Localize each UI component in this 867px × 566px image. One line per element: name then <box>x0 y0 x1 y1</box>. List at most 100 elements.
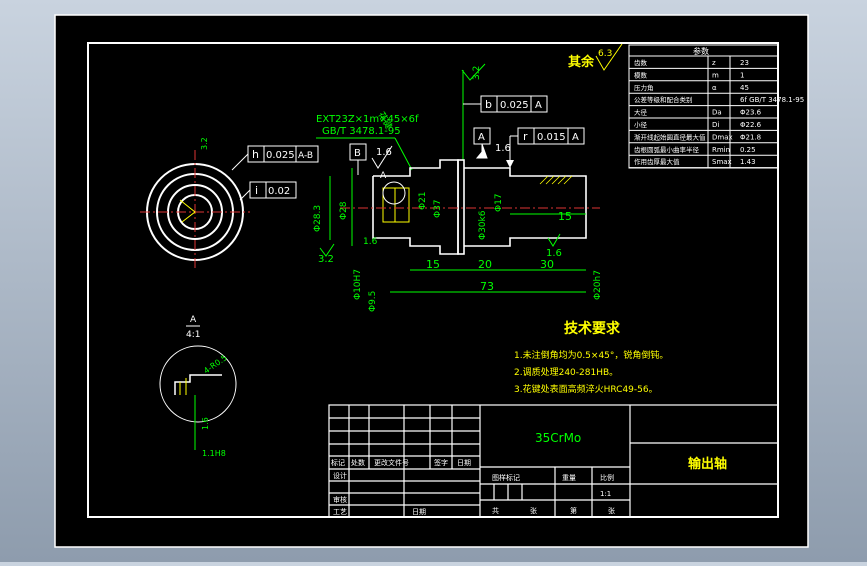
detail-title: A <box>190 315 197 325</box>
tech-note-1: 1.未注倒角均为0.5×45°，锐角倒钝。 <box>514 349 668 361</box>
param-cell: 1.43 <box>740 158 756 166</box>
tb-row-date: 日期 <box>412 508 426 516</box>
param-cell: Φ22.6 <box>740 121 762 129</box>
tb-mid-2: 重量 <box>562 474 576 482</box>
tolerance-r-value: 0.015 <box>537 132 566 143</box>
param-cell: 45 <box>740 84 749 92</box>
roughness-right-bottom: 1.6 <box>546 248 562 259</box>
datum-b: B <box>354 148 361 159</box>
param-cell: 齿根圆弧最小曲率半径 <box>634 145 700 154</box>
dim-15-right: 15 <box>558 210 572 223</box>
tolerance-i-letter: i <box>255 184 258 197</box>
dim-20: 20 <box>478 258 492 271</box>
tech-note-3: 3.花键处表面高频淬火HRC49-56。 <box>514 383 658 395</box>
param-cell: 小径 <box>634 120 648 129</box>
param-cell: 1 <box>740 71 744 79</box>
tb-row-design: 设计 <box>333 471 347 480</box>
param-cell: 压力角 <box>634 83 654 92</box>
dim-phi28: Φ28 <box>339 201 349 220</box>
param-cell: Di <box>712 121 719 129</box>
roughness-left-bottom: 3.2 <box>318 254 334 265</box>
tb-scale: 1:1 <box>600 490 611 498</box>
param-table-title: 参数 <box>693 46 709 56</box>
tb-mid-1: 图样标记 <box>492 473 520 482</box>
detail-marker-label: A <box>380 171 387 181</box>
tb-row-process: 工艺 <box>333 508 347 516</box>
param-cell: 6f GB/T 3478.1-95 <box>740 96 804 104</box>
param-cell: 公差等级和配合类别 <box>634 95 693 104</box>
param-cell: Dmax <box>712 133 733 141</box>
tolerance-h-letter: h <box>252 148 259 161</box>
param-cell: m <box>712 71 719 79</box>
dim-phi28-3: Φ28.3 <box>313 205 323 232</box>
dim-lines <box>390 213 586 293</box>
tb-material: 35CrMo <box>535 431 581 445</box>
dim-phi20: Φ20h7 <box>593 270 603 300</box>
hatch <box>539 175 573 185</box>
param-cell: Rmin <box>712 146 730 154</box>
param-cell: Smax <box>712 158 732 166</box>
detail-circle <box>159 345 237 423</box>
param-cell: Da <box>712 109 722 117</box>
tb-header-4: 签字 <box>434 458 448 467</box>
tolerance-b-value: 0.025 <box>500 100 529 111</box>
roughness-other-label: 其余 <box>568 54 595 70</box>
roughness-spline: 1.6 <box>363 237 378 247</box>
tolerance-b-letter: b <box>485 98 492 111</box>
tb-sheet-3: 第 <box>570 506 577 515</box>
tb-header-2: 处数 <box>351 458 365 467</box>
dim-phi30: Φ30k6 <box>478 210 488 240</box>
detail-profile <box>174 374 222 395</box>
param-cell: 作用齿厚最大值 <box>634 157 680 166</box>
tolerance-b-datum: A <box>535 100 542 111</box>
tb-part-name: 输出轴 <box>688 456 727 472</box>
drawing-area <box>54 14 809 548</box>
tb-header-3: 更改文件号 <box>374 458 409 467</box>
tolerance-h <box>247 145 319 163</box>
param-cell: α <box>712 84 717 92</box>
tolerance-h-datum: A-B <box>298 151 313 161</box>
end-view <box>140 150 250 268</box>
dim-phi37: Φ37 <box>433 199 443 218</box>
tb-header-1: 标记 <box>331 458 345 467</box>
roughness-b: 1.6 <box>376 147 392 158</box>
detail-scale: 4:1 <box>186 330 200 340</box>
dim-30: 30 <box>540 258 554 271</box>
param-cell: 0.25 <box>740 146 756 154</box>
tolerance-i-value: 0.02 <box>268 186 290 197</box>
spline-spec: EXT23Z×1m×45×6f <box>316 114 419 125</box>
tb-sheet-1: 共 <box>492 506 499 515</box>
tb-sheet-2: 张 <box>530 506 537 515</box>
datum-a: A <box>478 132 485 143</box>
tolerance-h-value: 0.025 <box>266 150 295 161</box>
detail-marker-circle <box>382 181 406 205</box>
detail-fit: 1.1H8 <box>202 449 226 458</box>
dim-15-left: 15 <box>426 258 440 271</box>
roughness-endview: 3.2 <box>200 137 209 150</box>
title-block <box>328 404 779 518</box>
dim-phi10: Φ10H7 <box>353 269 363 300</box>
param-cell: 大径 <box>634 108 648 117</box>
detail-roughness: 1.6 <box>201 417 210 430</box>
tech-title: 技术要求 <box>564 320 621 337</box>
roughness-a: 1.6 <box>495 143 511 154</box>
param-cell: 齿数 <box>634 58 648 67</box>
tb-mid-3: 比例 <box>600 473 614 482</box>
tb-sheet-4: 张 <box>608 506 615 515</box>
dim-73: 73 <box>480 280 494 293</box>
param-cell: 渐开线起始圆直径最大值 <box>634 132 706 141</box>
dim-phi21: Φ21 <box>418 191 428 210</box>
roughness-other-value: 6.3 <box>598 49 612 59</box>
diameter-labels: Φ28.3 Φ28 Φ37 Φ21 Φ30k6 Φ17 Φ20h7 Φ10H7 … <box>313 191 603 312</box>
tolerance-r-letter: r <box>523 130 528 143</box>
param-cell: z <box>712 59 716 67</box>
tb-header-5: 日期 <box>457 459 471 467</box>
tolerance-r-datum: A <box>572 132 579 143</box>
param-cell: Φ23.6 <box>740 109 762 117</box>
spline-std: GB/T 3478.1-95 <box>322 126 401 137</box>
param-cell: 模数 <box>634 70 648 79</box>
tech-note-2: 2.调质处理240-281HB。 <box>514 366 618 378</box>
